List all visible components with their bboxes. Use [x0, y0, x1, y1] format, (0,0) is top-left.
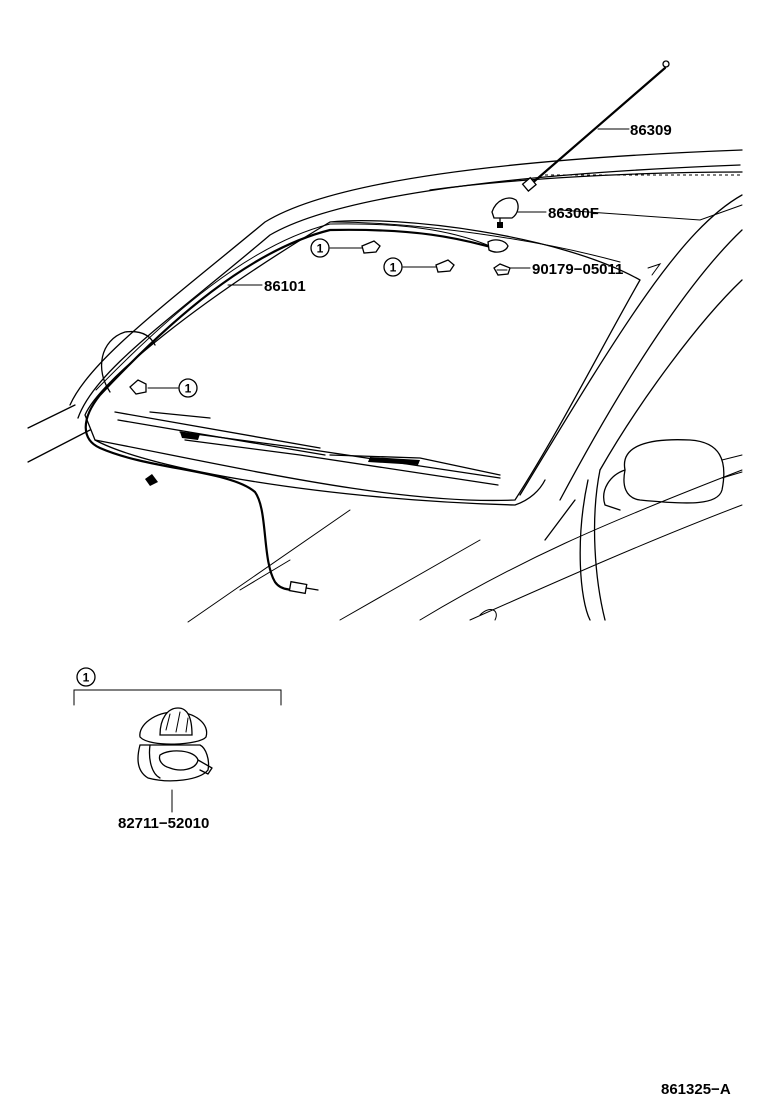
callout-ref-1-a: 1	[310, 238, 330, 258]
leader-lines	[147, 128, 662, 813]
label-clamp: 82711−52010	[118, 815, 209, 832]
car-body-outline	[27, 149, 743, 623]
label-antenna-base: 86300F	[548, 205, 599, 222]
figure-code: 861325−A	[661, 1081, 731, 1098]
callout-ref-1-b: 1	[383, 257, 403, 277]
callout-number: 1	[390, 261, 397, 275]
antenna-rod-drawing	[521, 60, 670, 192]
callout-ref-1-c: 1	[178, 378, 198, 398]
clamp-detail: 1	[73, 667, 282, 782]
callout-number: 1	[83, 671, 90, 685]
label-antenna-cord: 86101	[264, 278, 306, 295]
clamp-drawings	[129, 240, 455, 395]
wipers	[114, 411, 501, 486]
screw-drawing	[493, 263, 511, 276]
label-screw: 90179−05011	[532, 261, 623, 278]
label-antenna-rod: 86309	[630, 122, 672, 139]
callout-ref-1-detail: 1	[76, 667, 96, 687]
antenna-base-drawing	[491, 197, 519, 228]
callout-number: 1	[317, 242, 324, 256]
antenna-cord-drawing	[84, 223, 509, 595]
callout-number: 1	[185, 382, 192, 396]
